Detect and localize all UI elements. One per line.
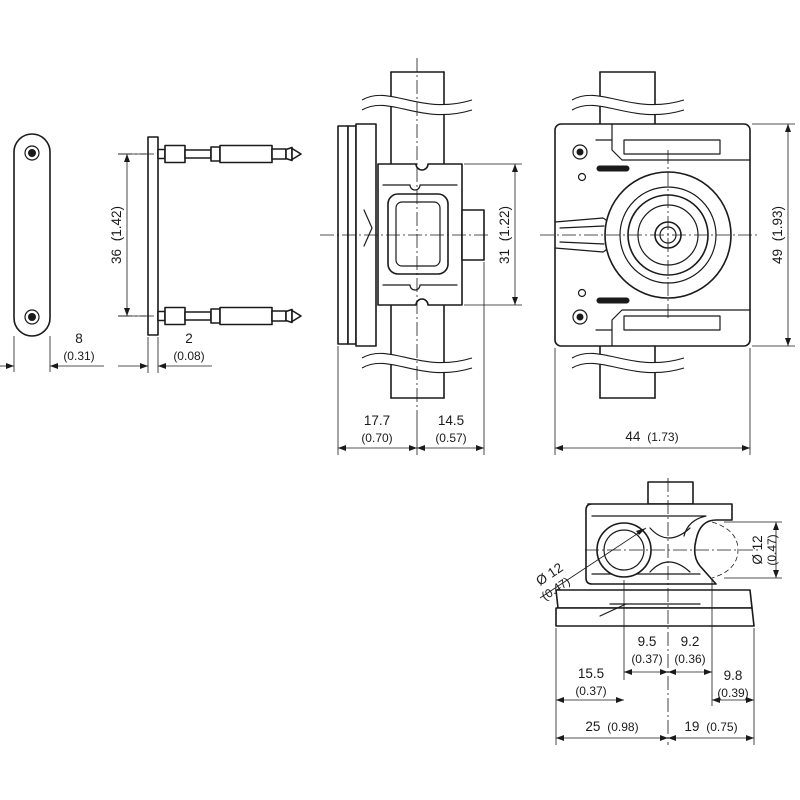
dim-front-width-inch: (1.73): [647, 430, 678, 444]
dim-rod-dia-right: Ø 12: [750, 535, 765, 564]
dim-side-left: 17.7: [364, 413, 390, 428]
dim-base-left-inner: 15.5: [578, 666, 604, 681]
slot-bottom: [596, 297, 630, 304]
dim-offset-left: 9.5: [638, 634, 657, 649]
dim-plate-width-inch: (0.31): [63, 349, 94, 363]
pin-top: [157, 144, 302, 164]
dim-base-left-total-inch: (0.98): [607, 720, 638, 734]
dim-base-right-inner: 9.8: [724, 668, 743, 683]
svg-text:25 (0.98): 25 (0.98): [585, 719, 638, 734]
dim-offset-left-inch: (0.37): [631, 652, 662, 666]
dim-side-left-inch: (0.70): [361, 431, 392, 445]
plate-view: 8 (0.31): [0, 133, 104, 372]
dim-front-height-inch: (1.93): [770, 206, 785, 241]
dim-side-right-inch: (0.57): [435, 431, 466, 445]
pin-view: 36 (1.42) 2 (0.08): [109, 136, 302, 373]
top-knob: [647, 481, 694, 505]
rod-window: [387, 193, 449, 275]
side-view: 31 (1.22) 17.7 (0.70) 14.5 (0.57): [320, 58, 522, 455]
front-hole-bottom: [572, 309, 588, 325]
dim-pin-spacing-inch: (1.42): [109, 206, 124, 241]
svg-text:31 (1.22): 31 (1.22): [497, 206, 512, 264]
dim-offset-right: 9.2: [681, 634, 700, 649]
slot-top: [596, 165, 630, 172]
plate-hole-bottom: [24, 309, 40, 325]
dim-flange-thickness: 2: [185, 331, 193, 346]
dim-base-right-inner-inch: (0.39): [717, 686, 748, 700]
svg-text:19 (0.75): 19 (0.75): [684, 719, 737, 734]
dim-offset-right-inch: (0.36): [674, 652, 705, 666]
dim-front-height: 49: [770, 249, 785, 264]
dim-base-left-total: 25: [585, 719, 600, 734]
base-plate-upper: [555, 589, 753, 609]
dim-pin-spacing: 36: [109, 249, 124, 264]
dim-rod-dia-right-inch: (0.47): [765, 534, 779, 565]
svg-text:44 (1.73): 44 (1.73): [625, 429, 678, 444]
dim-plate-width: 8: [75, 331, 83, 346]
mounting-plate: [13, 133, 51, 337]
dim-body-height: 31: [497, 249, 512, 264]
dim-front-width: 44: [625, 429, 641, 444]
front-hole-top: [572, 144, 588, 160]
top-view: Ø 12 (0.47) Ø 12 (0.47) 9.5 (0.37) 9.2 (…: [533, 478, 782, 745]
base-plate-lower: [555, 607, 755, 627]
dim-side-right: 14.5: [438, 413, 464, 428]
dim-base-right-total-inch: (0.75): [706, 720, 737, 734]
svg-text:36 (1.42): 36 (1.42): [109, 206, 124, 264]
dim-body-height-inch: (1.22): [497, 206, 512, 241]
pin-bottom: [157, 306, 302, 326]
front-view: 49 (1.93) 44 (1.73): [540, 71, 795, 455]
svg-text:49 (1.93): 49 (1.93): [770, 206, 785, 264]
dim-base-right-total: 19: [684, 719, 699, 734]
dim-base-left-inner-inch: (0.37): [575, 684, 606, 698]
plate-hole-top: [24, 145, 40, 161]
flange-plate: [147, 136, 159, 336]
dim-flange-thickness-inch: (0.08): [173, 349, 204, 363]
